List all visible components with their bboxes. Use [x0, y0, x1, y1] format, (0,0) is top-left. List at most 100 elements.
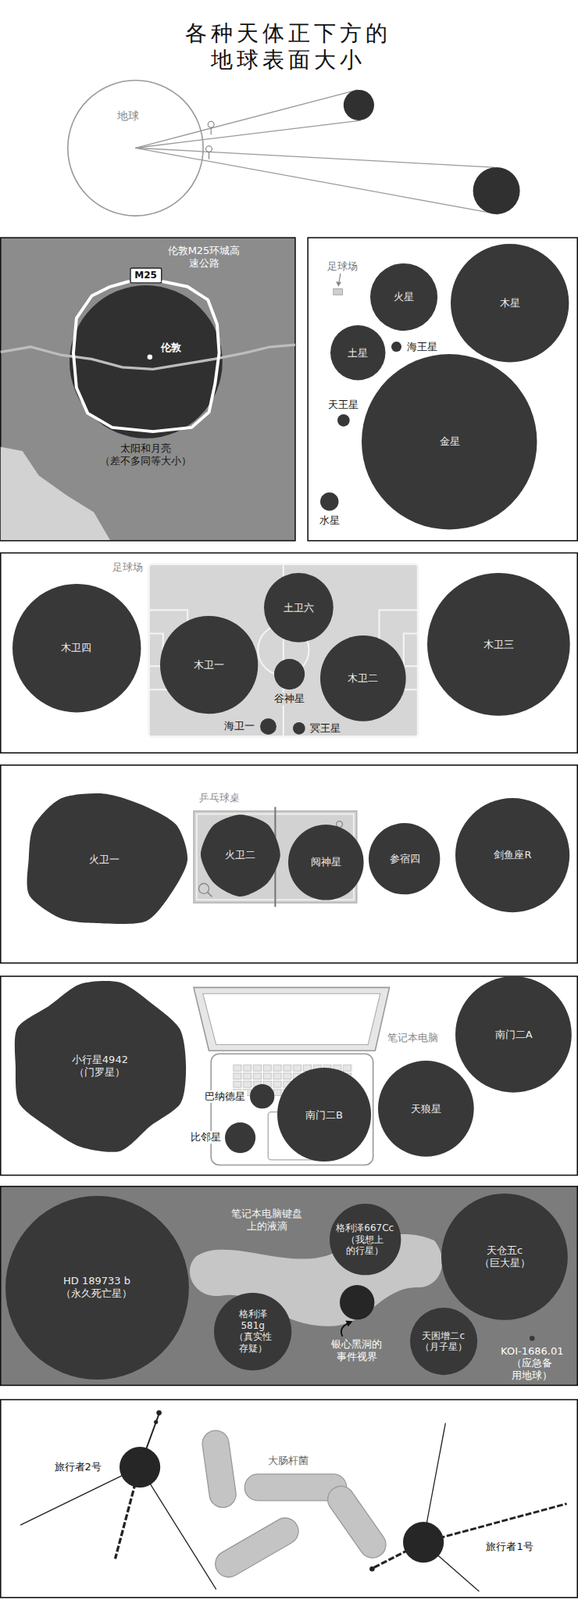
ring-road [73, 281, 220, 432]
star-circle: 比邻星 [224, 1121, 256, 1153]
exoplanet-circle-shape [5, 1195, 190, 1379]
body-name: 旅行者1号 [484, 1539, 535, 1553]
exoplanet-circle-shape [441, 1192, 568, 1320]
body-name: 天王星 [326, 398, 361, 411]
black-hole-circle-outline [339, 1284, 375, 1319]
planet-circle: 木星 [450, 243, 569, 362]
star-circle: 参宿四 [368, 822, 440, 894]
probe-body-outline [119, 1445, 161, 1487]
exoplanet-dot: KOI-1686.01 （应急备 用地球） [529, 1334, 536, 1341]
body-name: 火卫二 [224, 848, 256, 861]
planet-circle-outline [337, 413, 350, 427]
exoplanet-circle: 格利泽 581g （真实性 存疑） [214, 1291, 292, 1370]
sight-line [135, 89, 359, 148]
planet-circle-shape [320, 492, 339, 511]
planet-circle: 天王星 [337, 413, 350, 427]
probe-boom [423, 1502, 568, 1542]
body-name: 火星 [393, 290, 414, 304]
body-name: 巴纳德星 [203, 1089, 247, 1103]
bacterium [322, 1480, 392, 1563]
panel [0, 1398, 578, 1597]
bacterium [210, 1512, 304, 1581]
body-name: 小行星4942 （门罗星） [71, 1052, 129, 1078]
moon-circle: 土卫六 [264, 572, 334, 643]
body-name: 格利泽667Cc （我想上 的行星） [335, 1221, 394, 1256]
body-name: 土卫六 [283, 601, 314, 614]
body-name: 木卫二 [347, 671, 379, 685]
exoplanet-circle-shape [410, 1306, 478, 1374]
planet-circle-outline [391, 341, 402, 352]
dwarf-planet-circle-shape [274, 658, 305, 689]
body-name: 南门二B [305, 1108, 343, 1121]
title: 各种天体正下方的 地球表面大小 [185, 20, 392, 73]
moon-circle: 海卫一 [260, 717, 277, 735]
pointer-arrow [335, 281, 342, 287]
exoplanet-dot-outline [529, 1334, 536, 1341]
body-name: 地球 [117, 109, 140, 123]
probe-body-shape [119, 1445, 161, 1487]
moon-circle-outline [260, 717, 277, 735]
moon-circle-shape [260, 717, 277, 735]
star-circle-shape [455, 797, 570, 912]
dwarf-planet-circle: 阋神星 [288, 824, 364, 900]
moon-blob: 火卫一 [20, 789, 188, 928]
star-circle-shape [249, 1083, 275, 1108]
planet-circle: 火星 [370, 263, 438, 331]
body-name: 木星 [499, 296, 521, 310]
planet-circle-outline [320, 492, 339, 511]
planet-circle: 海王星 [391, 341, 402, 352]
panel [307, 237, 578, 541]
sky-disc [343, 89, 375, 121]
black-hole-circle: 银心黑洞的 事件视界 [339, 1284, 375, 1319]
moon-circle-shape [427, 572, 571, 716]
moon-circle: 木卫二 [320, 635, 407, 721]
moon-circle: 木卫一 [160, 615, 258, 714]
body-name: 参宿四 [389, 852, 421, 865]
stick-figure [208, 151, 210, 159]
bacterium [200, 1427, 238, 1509]
city-label: 伦敦 [160, 341, 182, 354]
star-circle: 南门二A [455, 975, 572, 1092]
dwarf-planet-circle-shape [288, 824, 364, 900]
body-name: 旅行者2号 [53, 1459, 104, 1473]
earth-circle-outline [67, 79, 204, 217]
planet-circle: 金星 [361, 353, 537, 529]
planet-circle-shape [450, 243, 569, 362]
probe-boom [139, 1466, 217, 1589]
sea [0, 446, 111, 540]
panel [0, 764, 578, 963]
scale-label: 笔记本电脑键盘 上的液滴 [231, 1206, 303, 1231]
laptop-base [210, 1052, 374, 1164]
sun-moon-disc: 太阳和月亮 （差不多同等大小） [69, 285, 223, 439]
panel [0, 975, 578, 1174]
moon-circle-shape [12, 583, 141, 712]
body-name: 南门二A [495, 1027, 533, 1041]
star-circle-shape [455, 975, 572, 1092]
earth-circle: 地球 [67, 79, 204, 217]
sight-line [135, 147, 500, 215]
scale-label: 足球场 [112, 560, 143, 574]
pointer-arrow [338, 273, 341, 283]
star-circle-shape [224, 1121, 256, 1153]
probe-knob [369, 1565, 375, 1571]
stick-figure [207, 121, 215, 128]
sun-moon-disc-shape [69, 285, 223, 439]
planet-circle-shape [330, 324, 386, 380]
body-name: 木卫四 [60, 641, 92, 654]
probe-knob [156, 1409, 162, 1415]
body-name: HD 189733 b （永久死亡星） [57, 1273, 136, 1299]
body-name: 谷神星 [272, 692, 307, 705]
paddle [207, 891, 213, 896]
exoplanet-dot-shape [529, 1334, 536, 1341]
probe-body: 旅行者1号 [403, 1520, 444, 1562]
planet-circle-shape [361, 353, 537, 529]
star-circle-shape [277, 1066, 372, 1161]
planet-circle: 土星 [330, 324, 386, 380]
moon-blob: 火卫二 [200, 812, 281, 896]
planet-circle-shape [370, 263, 438, 331]
stick-figure [210, 127, 212, 135]
moon-circle-shape [320, 635, 407, 721]
river [0, 344, 296, 369]
